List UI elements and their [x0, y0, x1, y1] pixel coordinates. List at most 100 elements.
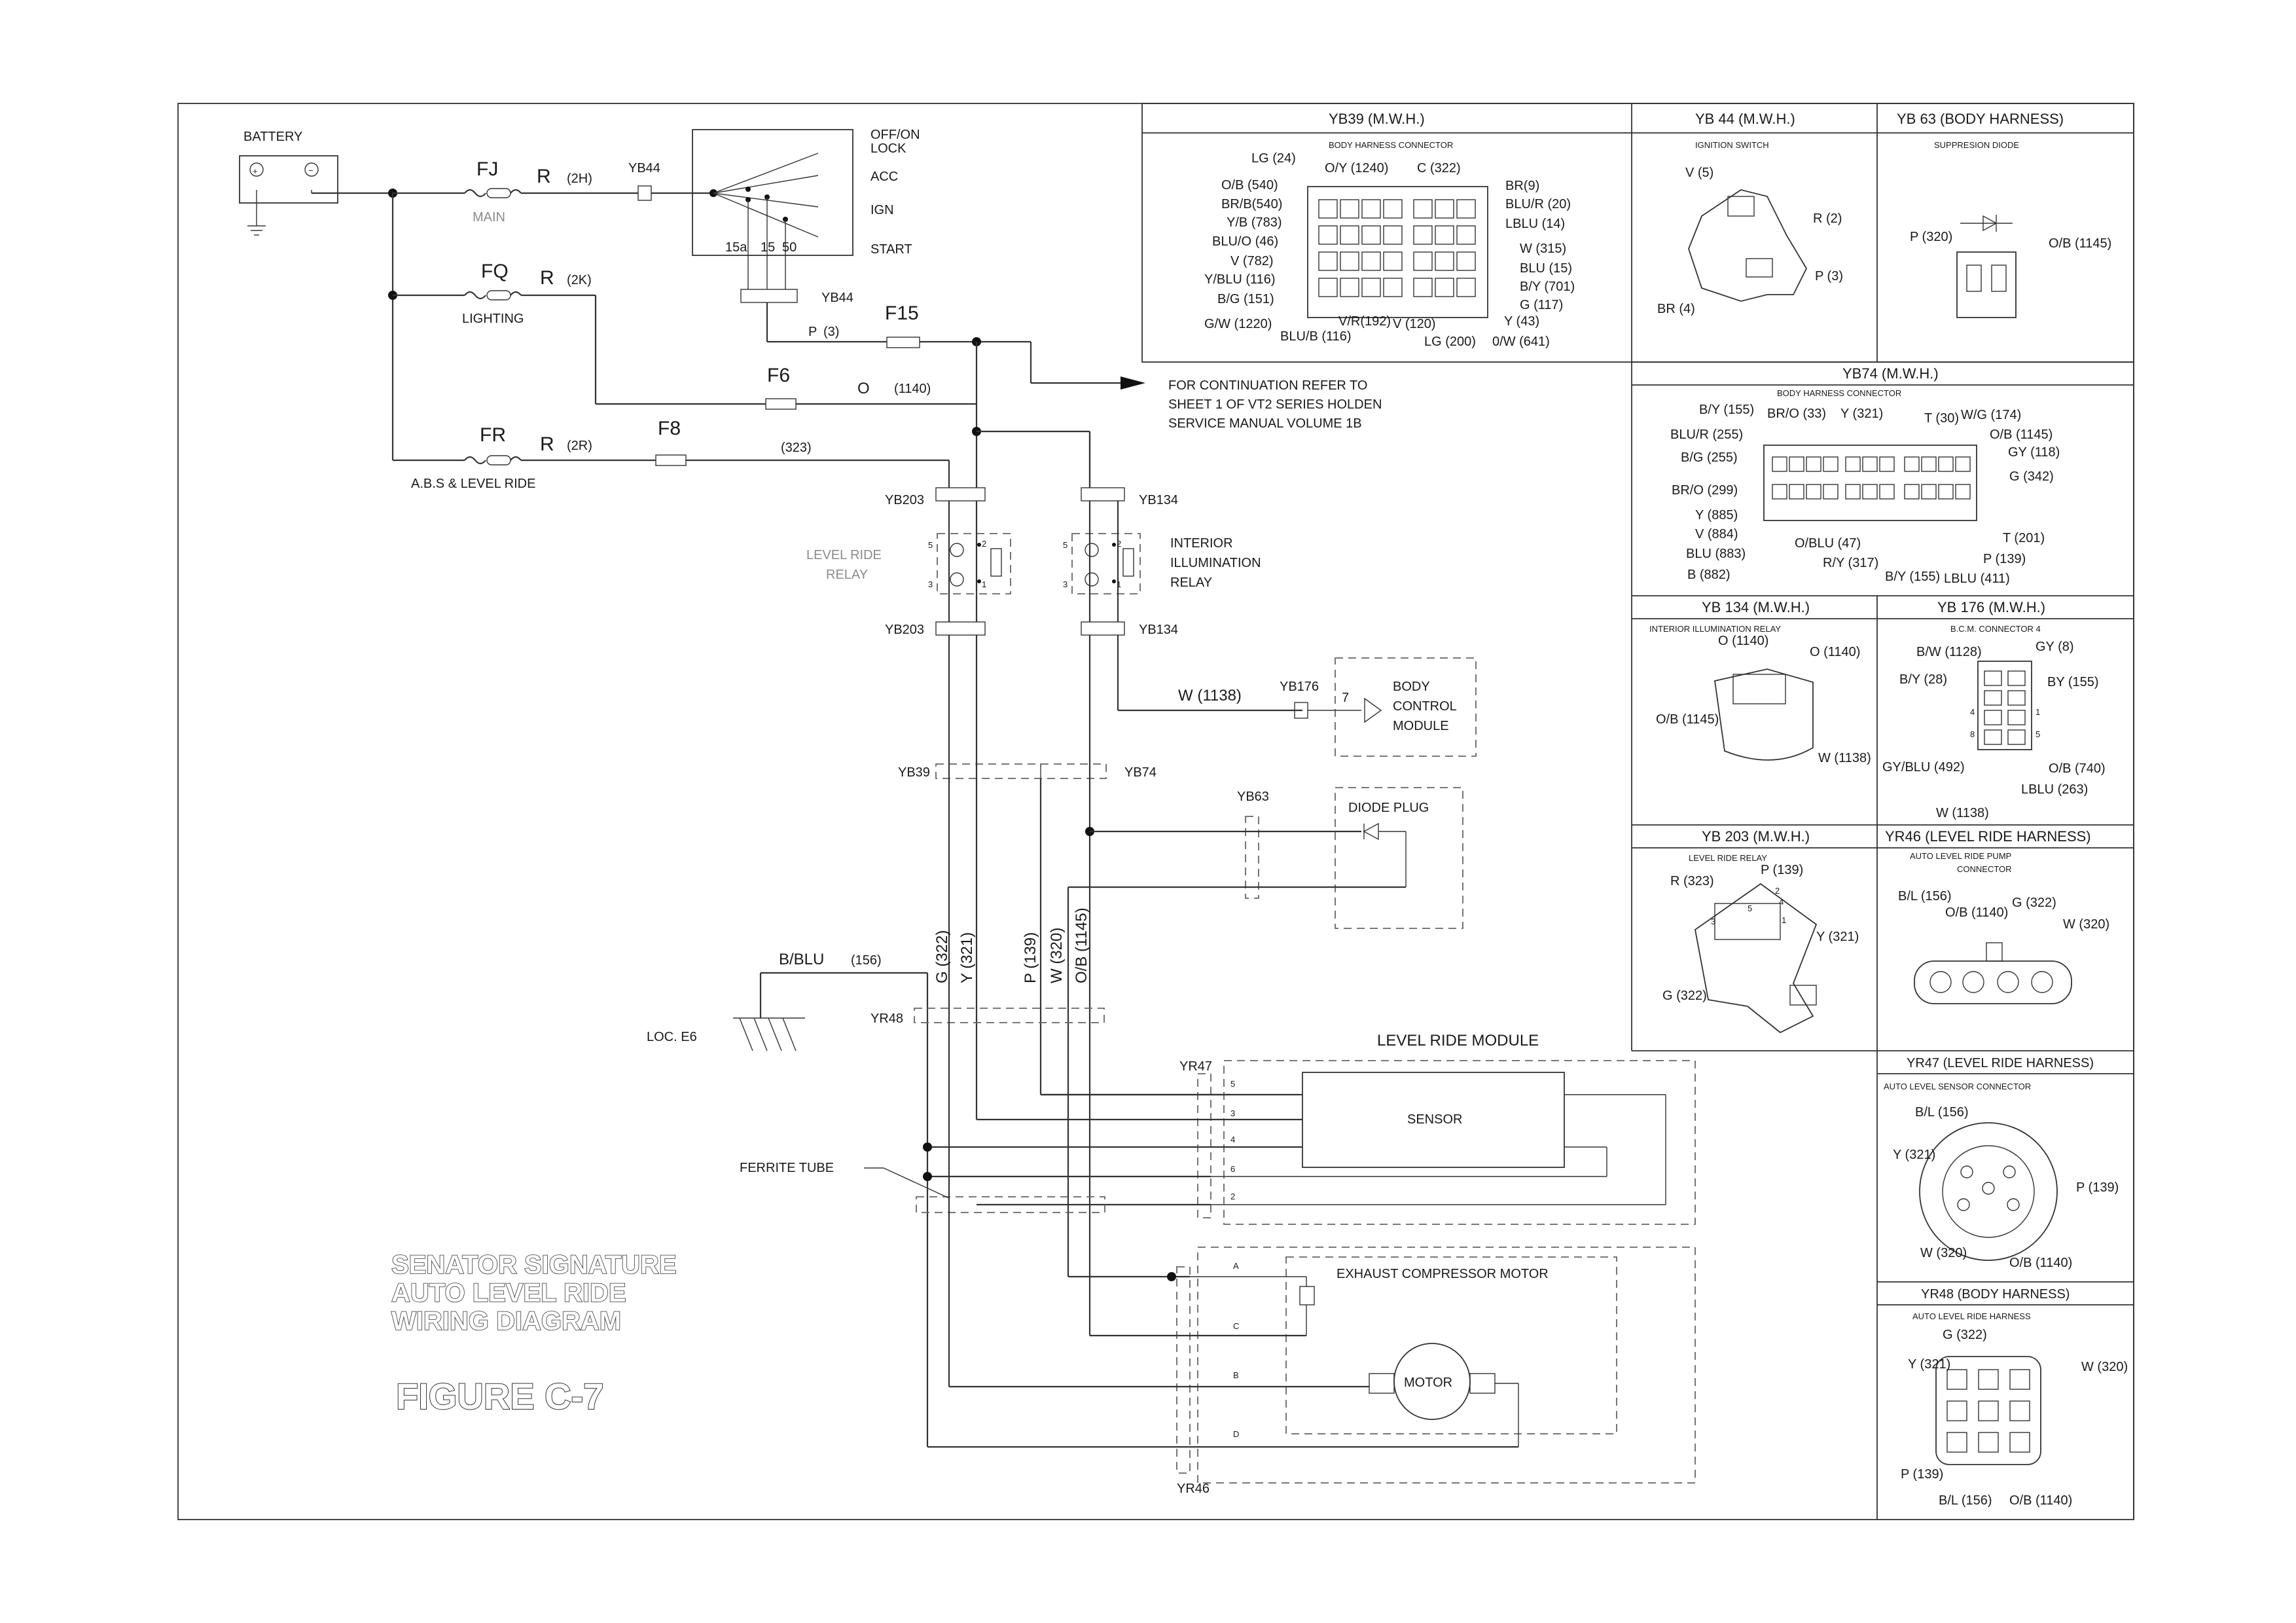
fuse-fj-wire: R: [537, 166, 551, 187]
fuse-fq-code: (2K): [567, 273, 592, 287]
yb74-pin-label: BR/O (299): [1672, 483, 1738, 498]
yb44-pin-label: R (2): [1813, 211, 1842, 226]
yr48-pin-label: Y (321): [1908, 1357, 1950, 1372]
bcm-name-2: CONTROL: [1393, 699, 1457, 714]
yb74-pin-label: B/Y (155): [1699, 403, 1754, 417]
level-ride-relay-coil-icon: [990, 548, 1002, 577]
fuse-fq-desc: LIGHTING: [462, 312, 524, 326]
interior-relay-pin-1: 1: [1117, 579, 1121, 589]
sensor-pin-5: 5: [1230, 1079, 1235, 1089]
yb39-pin-label: BLU (15): [1520, 261, 1572, 276]
panel-yb44-header: YB 44 (M.W.H.): [1695, 111, 1795, 127]
ground-location: LOC. E6: [647, 1030, 697, 1044]
panel-yb63-header: YB 63 (BODY HARNESS): [1897, 111, 2064, 127]
yb134-upper-connector: [1081, 487, 1125, 501]
yb39-pin-label: V (782): [1230, 254, 1274, 268]
yb134-pin-label: O (1140): [1810, 645, 1860, 659]
yb39-pin-label: 0/W (641): [1492, 335, 1550, 349]
yb134-upper-label: YB134: [1139, 493, 1178, 507]
ign-pos-ign: IGN: [870, 203, 894, 217]
yb74-pin-label: T (201): [2003, 531, 2045, 545]
level-relay-connector-icon: [1695, 883, 1818, 1034]
yb39-pin-label: O/B (540): [1221, 178, 1278, 192]
interior-relay-name-3: RELAY: [1170, 575, 1212, 590]
panel-yr48-header: YR48 (BODY HARNESS): [1921, 1287, 2070, 1302]
panel-yb74-header: YB74 (M.W.H.): [1842, 365, 1939, 382]
wire-ob-1145-label: O/B (1145): [1073, 907, 1090, 983]
yb203-pin-3: 3: [1711, 917, 1715, 926]
yb74-pin-label: V (884): [1695, 527, 1738, 541]
level-relay-pin-2: 2: [982, 539, 986, 549]
bcm-wire-label: W (1138): [1178, 687, 1242, 704]
yb74-pin-label: P (139): [1983, 552, 2026, 566]
panel-yb176-header: YB 176 (M.W.H.): [1937, 599, 2045, 615]
motor-pin-a: A: [1233, 1261, 1239, 1271]
ground-wire-label: B/BLU: [779, 951, 824, 968]
bcm-input-icon: [1364, 697, 1382, 723]
yb203-pin-label: Y (321): [1816, 930, 1859, 944]
wire-y-321-label: Y (321): [958, 932, 976, 983]
diagram-title-3: WIRING DIAGRAM: [391, 1307, 621, 1336]
panel-yr46-sub-1: AUTO LEVEL RIDE PUMP: [1910, 851, 2011, 861]
yr46-pin-label: B/L (156): [1898, 889, 1952, 903]
yb74-pin-label: R/Y (317): [1823, 556, 1878, 570]
yr47-pin-label: O/B (1140): [2009, 1256, 2072, 1270]
yb74-pin-label: BLU (883): [1686, 547, 1746, 561]
yb39-pin-label: W (315): [1520, 242, 1566, 256]
panel-yb63-sub: SUPPRESION DIODE: [1934, 140, 2019, 150]
bcm-pin-7: 7: [1342, 691, 1349, 705]
sensor-pin-6: 6: [1230, 1164, 1235, 1174]
yb39-pin-label: Y/BLU (116): [1204, 272, 1276, 287]
fuse-fr-code: (2R): [567, 439, 592, 453]
yb74-pin-label: Y (885): [1695, 508, 1738, 522]
continuation-line-3: SERVICE MANUAL VOLUME 1B: [1168, 416, 1362, 431]
yb74-pin-label: O/BLU (47): [1795, 536, 1861, 551]
yb203-pin-label: P (139): [1761, 863, 1803, 877]
panel-yb39-header: YB39 (M.W.H.): [1329, 111, 1425, 127]
yb74-label: YB74: [1124, 765, 1157, 780]
yb203-pin-4: 4: [1779, 897, 1784, 907]
fuse-f6-icon: [765, 398, 797, 410]
yb176-pin-5: 5: [2036, 729, 2040, 739]
yb63-label: YB63: [1237, 790, 1269, 804]
battery-minus-sign: −: [308, 166, 314, 175]
yb176-pin-label: W (1138): [1936, 806, 1989, 820]
fuse-fr-icon: [464, 456, 486, 465]
yb74-pin-label: BLU/R (255): [1670, 428, 1743, 442]
terminal-15: 15: [761, 240, 775, 255]
fuse-f8-name: F8: [658, 418, 681, 439]
sensor-pin-4: 4: [1230, 1135, 1235, 1144]
fuse-fr-desc: A.B.S & LEVEL RIDE: [411, 477, 535, 491]
level-ride-relay-name: LEVEL RIDE: [806, 548, 882, 562]
yb176-pin-label: B/Y (28): [1899, 672, 1947, 687]
interior-relay-coil-icon: [1122, 548, 1134, 577]
yb74-connector-face-icon: [1763, 445, 1977, 521]
level-sensor-connector-face-icon: [1919, 1122, 2058, 1261]
yb176-pin-label: LBLU (263): [2021, 782, 2088, 797]
yb39-pin-label: LG (24): [1251, 151, 1296, 166]
yb203-lower-label: YB203: [885, 623, 924, 637]
interior-relay-connector-icon: [1713, 668, 1814, 761]
yb176-pin-4: 4: [1970, 707, 1975, 717]
wire-w-320-label: W (320): [1048, 928, 1066, 983]
ferrite-pointer-icon: [883, 1167, 950, 1199]
yb176-pin-1: 1: [2036, 707, 2040, 717]
diagram-title-1: SENATOR SIGNATURE: [391, 1250, 677, 1279]
yb44-connector: [637, 185, 652, 201]
panel-yb134-header: YB 134 (M.W.H.): [1702, 599, 1810, 615]
fuse-f15-name: F15: [885, 302, 919, 324]
yb39-pin-label: LBLU (14): [1505, 217, 1565, 231]
ignition-switch-connector-icon: [1688, 189, 1808, 302]
interior-illumination-relay: [1071, 533, 1141, 594]
continuation-arrow-icon: [1121, 376, 1145, 390]
f6-wire: O: [857, 380, 870, 397]
body-control-module: [1335, 657, 1477, 757]
battery-plus-icon: [249, 162, 264, 177]
yb176-pin-label: GY (8): [2036, 640, 2074, 654]
yb176-pin-label: BY (155): [2047, 675, 2099, 689]
fuse-f6-name: F6: [767, 365, 790, 386]
sensor-pin-3: 3: [1230, 1108, 1235, 1118]
panel-yb39-sub: BODY HARNESS CONNECTOR: [1329, 140, 1453, 150]
ferrite-tube: [916, 1196, 1105, 1213]
yr47-pin-label: B/L (156): [1915, 1105, 1969, 1120]
